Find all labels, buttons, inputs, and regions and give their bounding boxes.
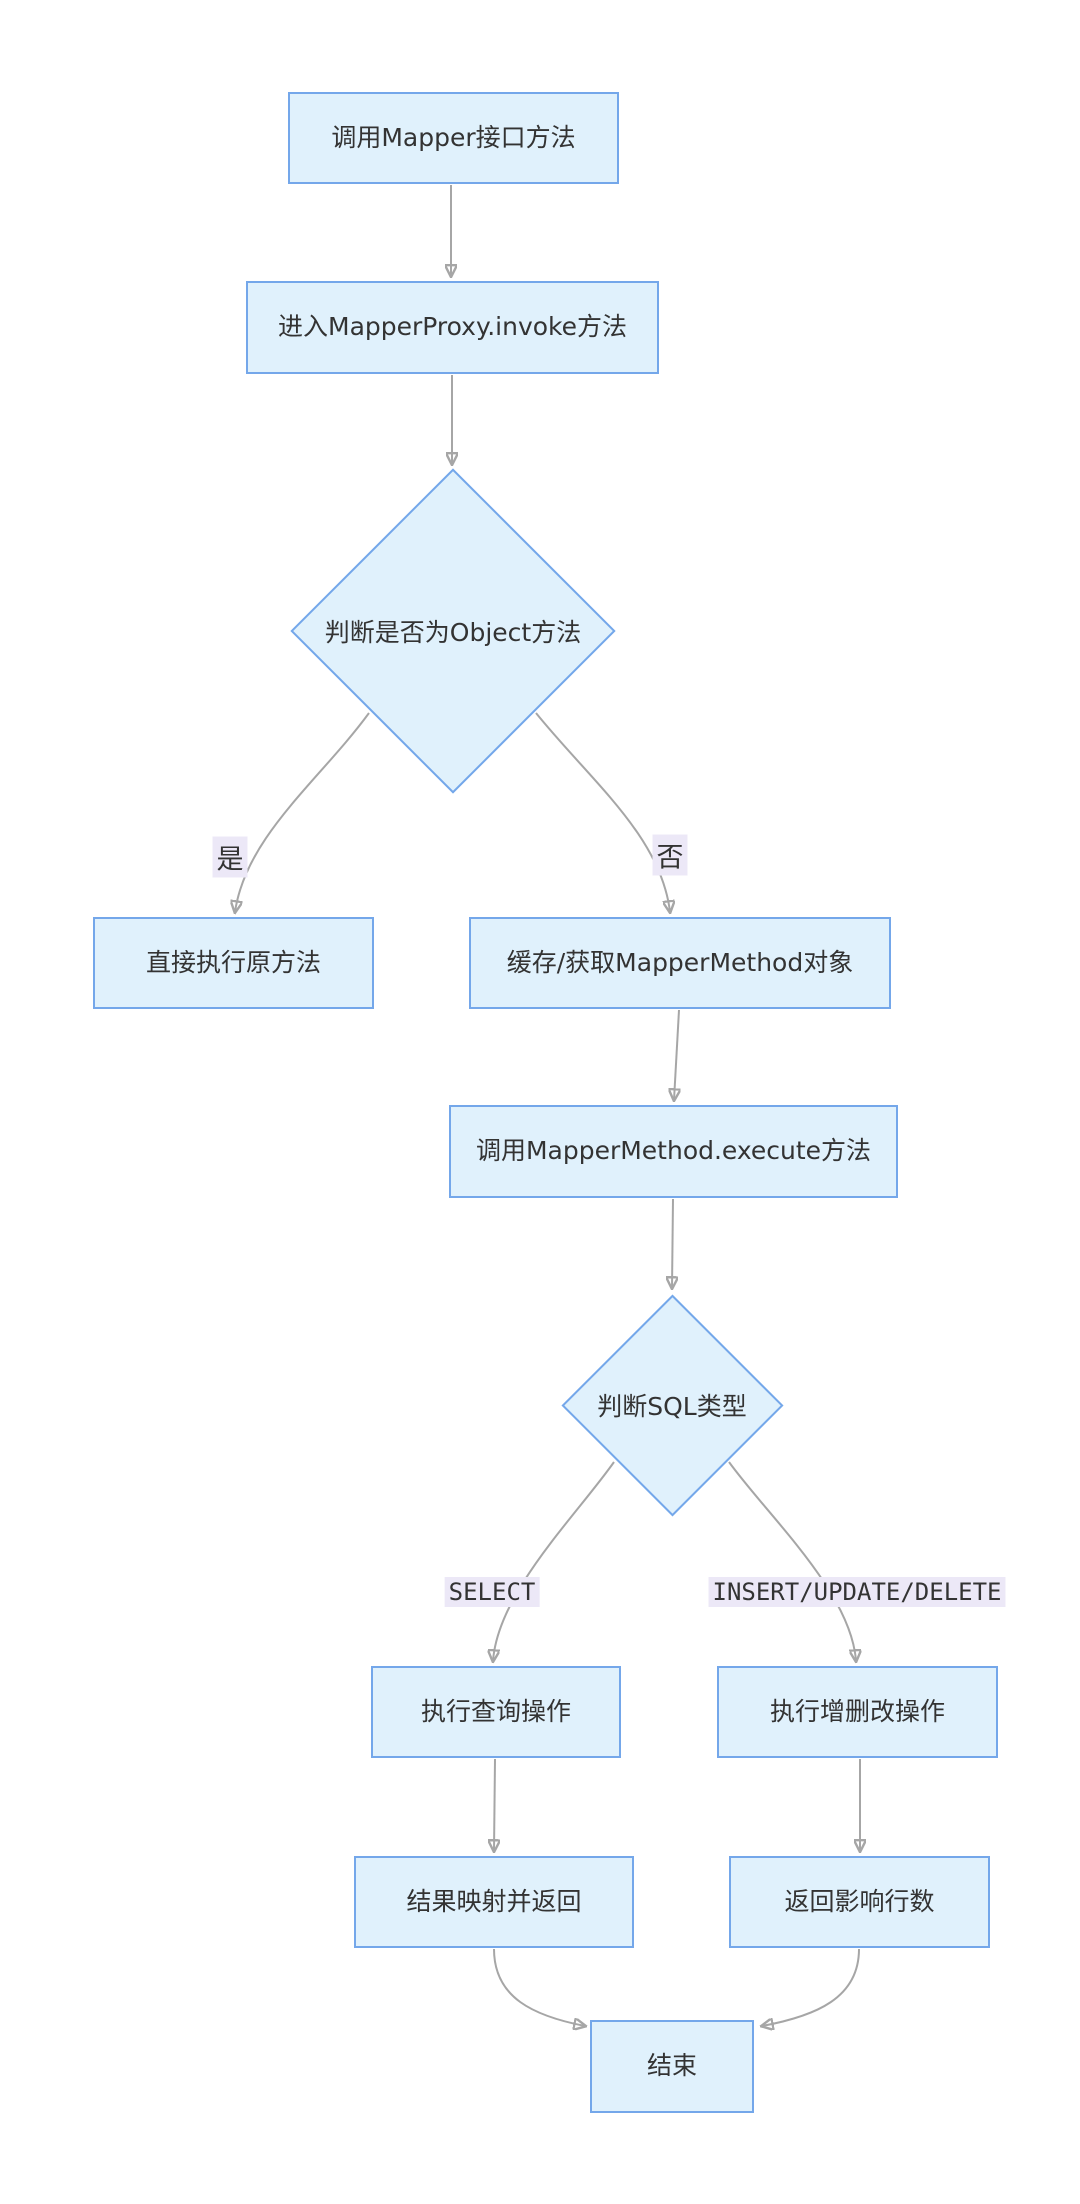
node-mapperproxy-invoke: 进入MapperProxy.invoke方法 bbox=[246, 281, 659, 374]
edge-sqltype-modify bbox=[728, 1461, 856, 1661]
edge-isobject-yes bbox=[235, 712, 370, 912]
node-label: 调用MapperMethod.execute方法 bbox=[475, 1136, 872, 1166]
edge-rows-to-end bbox=[762, 1948, 860, 2026]
node-label: 判断是否为Object方法 bbox=[324, 618, 582, 647]
node-execute-query: 执行查询操作 bbox=[371, 1666, 621, 1758]
node-return-affected-rows: 返回影响行数 bbox=[729, 1856, 990, 1948]
edge-query-to-mapresult bbox=[494, 1758, 495, 1851]
node-label: 进入MapperProxy.invoke方法 bbox=[278, 312, 627, 342]
node-map-result-return: 结果映射并返回 bbox=[354, 1856, 634, 1948]
node-execute-original-method: 直接执行原方法 bbox=[93, 917, 374, 1009]
node-call-mapper-method: 调用Mapper接口方法 bbox=[288, 92, 619, 184]
edge-execute-to-sqltype bbox=[672, 1198, 673, 1288]
edge-cache-to-execute bbox=[674, 1009, 679, 1100]
node-end: 结束 bbox=[590, 2020, 754, 2113]
node-label: 执行增删改操作 bbox=[769, 1696, 945, 1726]
edge-label-select: SELECT bbox=[444, 1577, 540, 1607]
edge-label-no: 否 bbox=[652, 834, 688, 876]
node-label: 返回影响行数 bbox=[784, 1886, 935, 1916]
node-execute-modify: 执行增删改操作 bbox=[717, 1666, 998, 1758]
node-label: 调用Mapper接口方法 bbox=[331, 122, 576, 152]
edge-isobject-no bbox=[535, 712, 670, 912]
edge-sqltype-select bbox=[493, 1461, 615, 1661]
edge-label-insert-update-delete: INSERT/UPDATE/DELETE bbox=[708, 1577, 1006, 1607]
node-label: 判断SQL类型 bbox=[597, 1392, 747, 1421]
node-label: 结束 bbox=[646, 2051, 697, 2081]
decision-sql-type: 判断SQL类型 bbox=[561, 1293, 784, 1517]
edge-mapresult-to-end bbox=[493, 1948, 585, 2026]
node-label: 执行查询操作 bbox=[420, 1696, 571, 1726]
decision-is-object-method: 判断是否为Object方法 bbox=[290, 468, 616, 794]
edge-label-yes: 是 bbox=[212, 836, 248, 878]
node-cache-mappermethod: 缓存/获取MapperMethod对象 bbox=[469, 917, 891, 1009]
node-label: 结果映射并返回 bbox=[406, 1886, 582, 1916]
node-label: 缓存/获取MapperMethod对象 bbox=[506, 947, 854, 977]
node-label: 直接执行原方法 bbox=[145, 947, 321, 977]
node-mappermethod-execute: 调用MapperMethod.execute方法 bbox=[449, 1105, 898, 1198]
